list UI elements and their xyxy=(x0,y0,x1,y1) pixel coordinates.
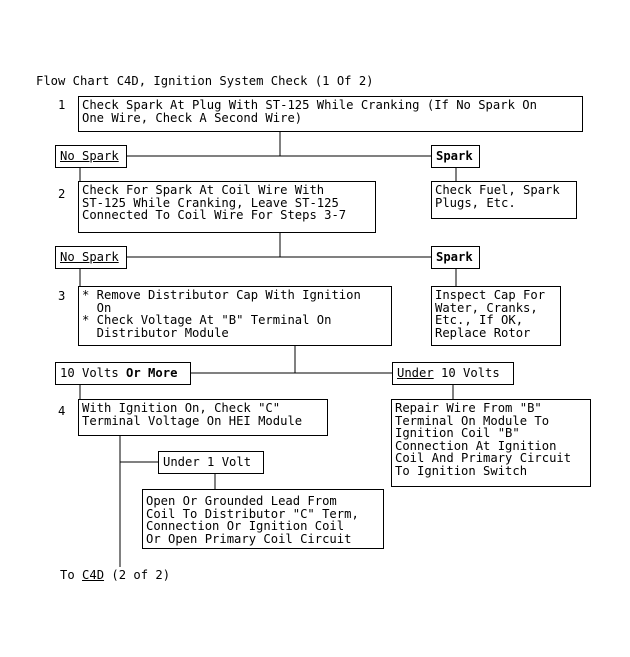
step-2-box: Check For Spark At Coil Wire With ST-125… xyxy=(78,181,376,233)
step-3-number: 3 xyxy=(58,289,66,303)
spark-label-2: Spark xyxy=(431,246,480,269)
no-spark-label-1: No Spark xyxy=(55,145,127,168)
continuation-note: To C4D (2 of 2) xyxy=(60,569,170,582)
page-title: Flow Chart C4D, Ignition System Check (1… xyxy=(36,74,374,88)
ten-volts-or-more-label: 10 Volts Or More xyxy=(55,362,191,385)
to-text: To xyxy=(60,568,83,582)
spark-label-1: Spark xyxy=(431,145,480,168)
result-2-box: Inspect Cap For Water, Cranks, Etc., If … xyxy=(431,286,561,346)
step-2-number: 2 xyxy=(58,187,66,201)
result-3-box: Repair Wire From "B" Terminal On Module … xyxy=(391,399,591,487)
under-1-volt-label: Under 1 Volt xyxy=(158,451,264,474)
under-text: Under xyxy=(397,366,434,380)
step-4-box: With Ignition On, Check "C" Terminal Vol… xyxy=(78,399,328,436)
no-spark-label-2: No Spark xyxy=(55,246,127,269)
result-1-box: Check Fuel, Spark Plugs, Etc. xyxy=(431,181,577,219)
step-1-number: 1 xyxy=(58,98,66,112)
result-4-box: Open Or Grounded Lead From Coil To Distr… xyxy=(142,489,384,549)
step-4-number: 4 xyxy=(58,404,66,418)
ten-volts-text: 10 Volts xyxy=(60,366,119,380)
under-ten-volts-text: 10 Volts xyxy=(433,366,500,380)
step-3-box: * Remove Distributor Cap With Ignition O… xyxy=(78,286,392,346)
under-ten-volts-label: Under 10 Volts xyxy=(392,362,514,385)
c4d-link-text: C4D xyxy=(82,568,105,582)
page-ref-text: (2 of 2) xyxy=(104,568,171,582)
or-more-text: Or More xyxy=(126,366,178,380)
step-1-box: Check Spark At Plug With ST-125 While Cr… xyxy=(78,96,583,132)
